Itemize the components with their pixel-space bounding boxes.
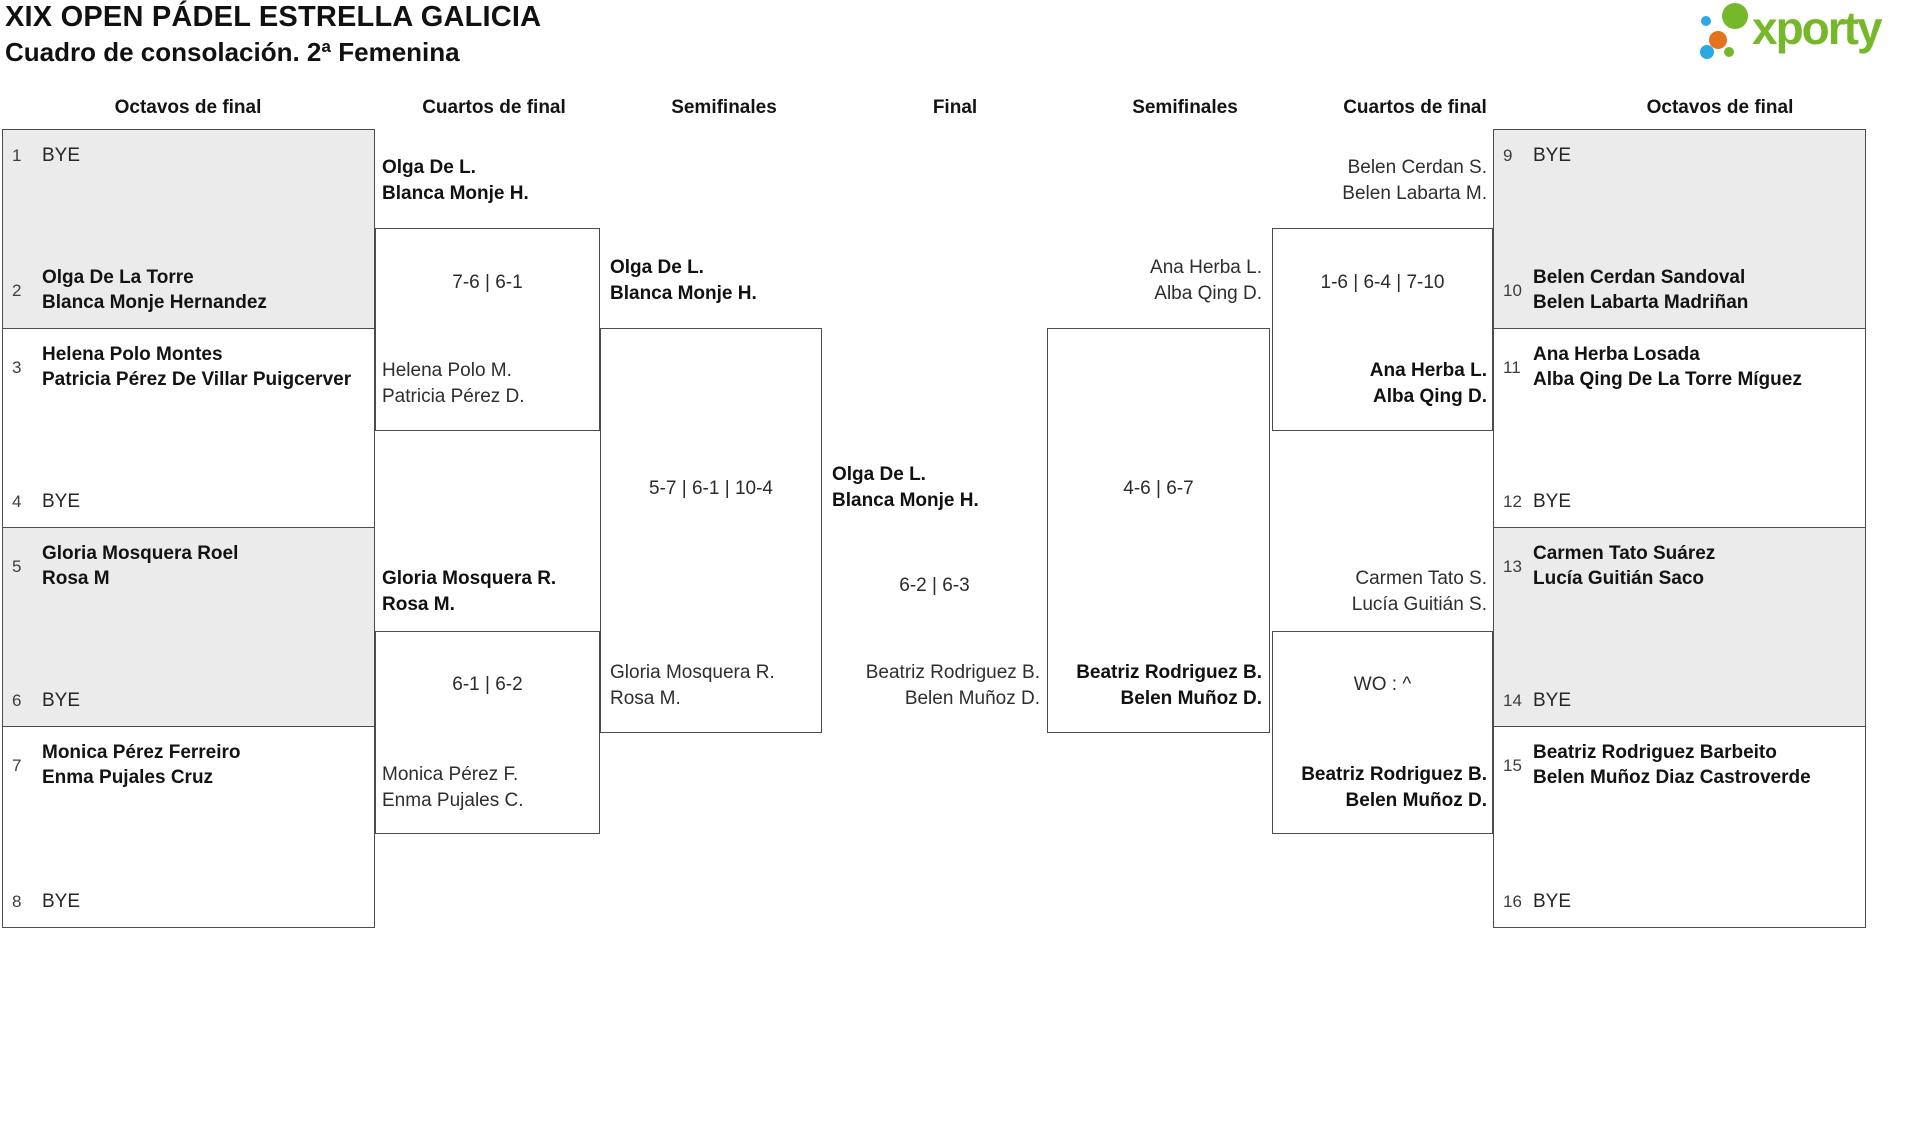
match-score-qf-left-bottom: 6-1 | 6-2 bbox=[452, 674, 523, 695]
entry-slot-8: 8 BYE bbox=[12, 889, 370, 914]
match-box-sf-right bbox=[1047, 328, 1270, 733]
player-names: BYE bbox=[1533, 891, 1572, 912]
match-box-qf-left-bottom bbox=[375, 631, 600, 834]
match-box-qf-left-top bbox=[375, 228, 600, 431]
winner-label-sf-right: Beatriz Rodriguez B.Belen Muñoz D. bbox=[1076, 662, 1262, 709]
seed-number: 7 bbox=[12, 755, 22, 775]
logo-dot-green-icon bbox=[1724, 47, 1734, 57]
match-score-qf-right-bottom: WO : ^ bbox=[1353, 674, 1412, 695]
round-header-semis-left: Semifinales bbox=[671, 97, 777, 118]
loser-label-final: Beatriz Rodriguez B.Belen Muñoz D. bbox=[865, 662, 1040, 709]
tournament-title: XIX OPEN PÁDEL ESTRELLA GALICIA bbox=[5, 1, 542, 33]
loser-label-qf-right-bottom: Carmen Tato S.Lucía Guitián S. bbox=[1351, 568, 1487, 615]
seed-number: 8 bbox=[12, 892, 22, 911]
player-names: BYE bbox=[42, 891, 81, 912]
entry-slot-4: 4 BYE bbox=[12, 489, 370, 514]
loser-label-qf-left-top: Helena Polo M.Patricia Pérez D. bbox=[382, 360, 525, 407]
entry-slot-14: 14 BYE bbox=[1503, 688, 1861, 713]
round-header-cuartos-left: Cuartos de final bbox=[422, 97, 566, 118]
loser-label-qf-right-top: Belen Cerdan S.Belen Labarta M. bbox=[1342, 157, 1487, 204]
logo-dot-orange-icon bbox=[1709, 31, 1727, 49]
match-box-qf-right-top bbox=[1272, 228, 1493, 431]
loser-label-qf-left-bottom: Monica Pérez F.Enma Pujales C. bbox=[382, 764, 524, 811]
entry-slot-9: 9 BYE bbox=[1503, 143, 1861, 168]
loser-label-sf-right: Ana Herba L.Alba Qing D. bbox=[1150, 257, 1262, 304]
bracket-subtitle: Cuadro de consolación. 2ª Femenina bbox=[5, 37, 460, 67]
winner-label-qf-right-bottom: Beatriz Rodriguez B.Belen Muñoz D. bbox=[1301, 764, 1487, 811]
seed-number: 2 bbox=[12, 280, 22, 300]
winner-label-qf-right-top: Ana Herba L.Alba Qing D. bbox=[1369, 360, 1487, 407]
entry-slot-1: 1 BYE bbox=[12, 143, 370, 168]
winner-label-sf-left: Olga De L.Blanca Monje H. bbox=[610, 257, 757, 304]
seed-number: 15 bbox=[1503, 755, 1522, 775]
seed-number: 11 bbox=[1503, 357, 1521, 377]
entry-slot-12: 12 BYE bbox=[1503, 489, 1861, 514]
round-header-cuartos-right: Cuartos de final bbox=[1343, 97, 1487, 118]
logo-dot-blue-icon bbox=[1701, 16, 1711, 26]
round-header-final: Final bbox=[932, 97, 978, 118]
match-score-qf-left-top: 7-6 | 6-1 bbox=[452, 272, 523, 293]
match-score-sf-left: 5-7 | 6-1 | 10-4 bbox=[649, 478, 773, 499]
xporty-logo[interactable]: xporty bbox=[1690, 0, 1920, 78]
player-names: BYE bbox=[1533, 145, 1572, 166]
player-names: BYE bbox=[1533, 491, 1572, 512]
winner-label-qf-left-bottom: Gloria Mosquera R.Rosa M. bbox=[382, 568, 557, 615]
seed-number: 3 bbox=[12, 357, 22, 377]
player-names: BYE bbox=[42, 145, 81, 166]
player-names: BYE bbox=[42, 491, 81, 512]
logo-dot-blue-icon bbox=[1700, 45, 1714, 59]
logo-wordmark: xporty bbox=[1752, 2, 1883, 54]
entry-slot-6: 6 BYE bbox=[12, 688, 370, 713]
seed-number: 13 bbox=[1503, 556, 1522, 576]
match-box-sf-left bbox=[600, 328, 822, 733]
seed-number: 5 bbox=[12, 556, 22, 576]
seed-number: 12 bbox=[1503, 492, 1522, 511]
seed-number: 16 bbox=[1503, 892, 1522, 911]
seed-number: 10 bbox=[1503, 280, 1522, 300]
loser-label-sf-left: Gloria Mosquera R.Rosa M. bbox=[610, 662, 775, 709]
seed-number: 4 bbox=[12, 492, 22, 511]
winner-label-final: Olga De L.Blanca Monje H. bbox=[832, 464, 979, 511]
entry-slot-16: 16 BYE bbox=[1503, 889, 1861, 914]
seed-number: 9 bbox=[1503, 146, 1513, 165]
match-score-qf-right-top: 1-6 | 6-4 | 7-10 bbox=[1320, 272, 1445, 293]
round-header-semis-right: Semifinales bbox=[1132, 97, 1238, 118]
seed-number: 14 bbox=[1503, 691, 1522, 710]
match-score-final: 6-2 | 6-3 bbox=[899, 575, 970, 596]
match-box-qf-right-bottom bbox=[1272, 631, 1493, 834]
round-header-octavos-left: Octavos de final bbox=[114, 97, 262, 118]
logo-dot-green-icon bbox=[1722, 3, 1748, 29]
winner-label-qf-left-top: Olga De L.Blanca Monje H. bbox=[382, 157, 529, 204]
seed-number: 6 bbox=[12, 691, 22, 710]
round-header-octavos-right: Octavos de final bbox=[1646, 97, 1794, 118]
player-names: BYE bbox=[42, 690, 81, 711]
player-names: BYE bbox=[1533, 690, 1572, 711]
seed-number: 1 bbox=[12, 146, 22, 165]
match-score-sf-right: 4-6 | 6-7 bbox=[1123, 478, 1194, 499]
